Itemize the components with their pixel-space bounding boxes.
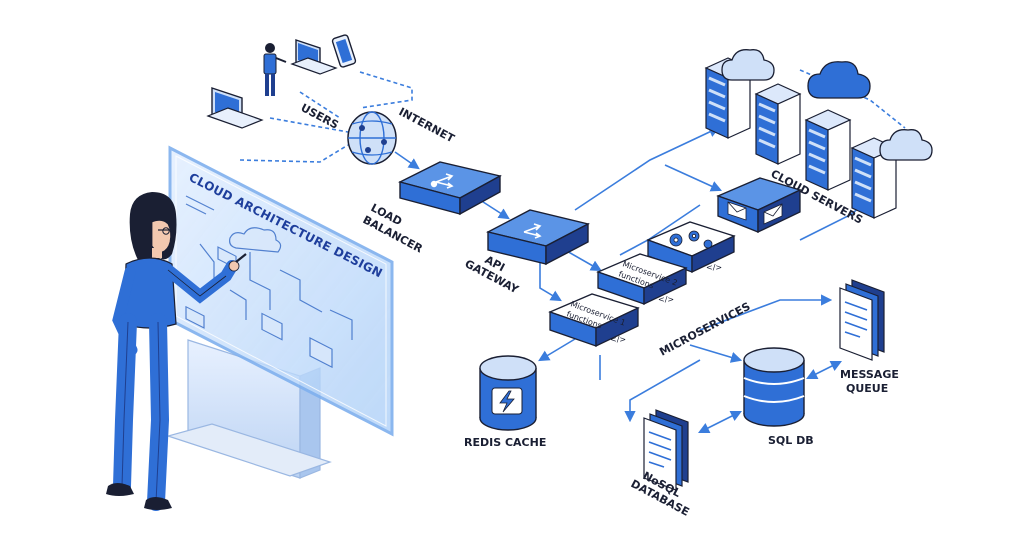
microservice-2-node: Microservice 2 functions </> (596, 253, 688, 306)
redis-cache-label: REDIS CACHE (464, 436, 546, 449)
cloud-switch-node (716, 177, 802, 234)
phone-icon (331, 34, 357, 68)
server-rack-icon (804, 109, 852, 191)
globe-icon (347, 111, 397, 165)
document-icon (839, 279, 885, 361)
sql-db-label: SQL DB (768, 434, 814, 447)
cloud-icon (721, 49, 775, 81)
code-glyph: </> (610, 335, 626, 344)
users-group: USERS (206, 34, 357, 132)
ms-to-mq-arrow (699, 294, 833, 331)
sqldb-to-mq-arrow (805, 360, 843, 380)
api-to-servers-arrow (574, 126, 721, 211)
microservice-1-node: Microservice 1 functions </> (548, 293, 640, 348)
envelope-icon (727, 201, 783, 225)
message-queue-node: MESSAGE QUEUE (839, 279, 899, 395)
ms-to-sqldb-arrow (689, 344, 743, 363)
laptop-to-internet-link (269, 117, 349, 133)
internet-to-lb-arrow (394, 151, 420, 170)
nosql-to-sqldb-arrow (697, 410, 743, 434)
api-gateway-node: API GATEWAY (463, 209, 590, 297)
gear-icon (669, 230, 713, 249)
api-to-cloud-switch-arrow (664, 164, 723, 192)
api-to-ms1-arrow (539, 262, 562, 302)
gear-block: </> (646, 221, 736, 274)
screen-to-internet-link (239, 144, 349, 163)
split-arrows-icon (523, 223, 542, 239)
laptop-icon (290, 39, 338, 75)
lb-to-api-arrow (479, 199, 510, 220)
person-icon (263, 43, 287, 96)
server-rack-icon (850, 137, 898, 219)
ms-to-nosql-arrow (624, 359, 701, 423)
internet-node: INTERNET (347, 105, 457, 165)
message-queue-label-1: MESSAGE (840, 368, 899, 381)
document-icon (643, 409, 689, 491)
nosql-database-node: NoSQL DATABASE (629, 409, 691, 519)
cloud-icon (879, 129, 933, 161)
api-to-ms2-arrow (564, 249, 602, 272)
lightning-icon (499, 390, 515, 413)
internet-label: INTERNET (397, 105, 457, 145)
connection-lines (239, 69, 906, 434)
top-dashed-link (799, 69, 906, 129)
server-rack-icon (754, 83, 802, 165)
cloud-servers-group: CLOUD SERVERS (704, 49, 933, 227)
sql-db-node: SQL DB (743, 347, 814, 447)
phone-link (359, 71, 413, 109)
users-to-internet-link (299, 91, 341, 119)
cloud-icon (807, 61, 871, 99)
stylus-pen (235, 253, 247, 263)
split-arrows-icon (430, 173, 454, 189)
code-glyph: </> (706, 263, 722, 272)
code-glyph: </> (658, 295, 674, 304)
engineer-figure (106, 192, 247, 511)
laptop-icon (206, 87, 264, 129)
redis-cache-node: REDIS CACHE (464, 355, 546, 449)
message-queue-label-2: QUEUE (846, 382, 888, 395)
load-balancer-node: LOAD BALANCER (361, 161, 502, 256)
design-display: CLOUD ARCHITECTURE DESIGN (165, 145, 394, 479)
